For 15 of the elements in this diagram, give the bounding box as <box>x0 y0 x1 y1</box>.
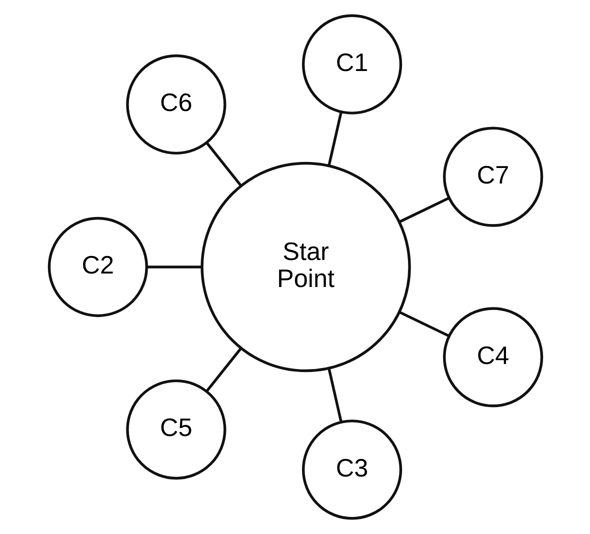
connector <box>327 368 342 422</box>
node-circle: C4 <box>442 307 543 408</box>
node-circle: C2 <box>47 216 148 318</box>
node-circle: C3 <box>301 420 402 520</box>
node-circle: C6 <box>126 54 226 155</box>
node-circle: C1 <box>301 14 402 114</box>
node-circle: C5 <box>126 379 226 480</box>
node-circle: C7 <box>442 126 543 227</box>
node-circle: Star Point <box>200 162 410 372</box>
connector <box>146 266 202 268</box>
connector <box>205 142 242 187</box>
connector <box>327 112 342 166</box>
connector <box>398 310 450 338</box>
connector <box>398 196 450 224</box>
connector <box>205 347 242 392</box>
